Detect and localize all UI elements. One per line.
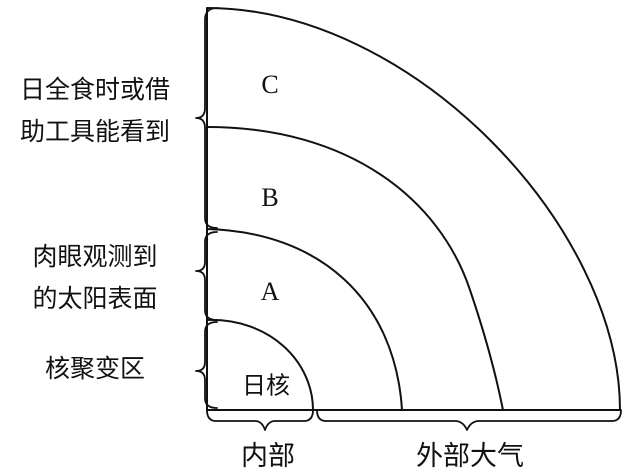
label-exterior-atmosphere: 外部大气: [416, 441, 524, 472]
boundary-b-c: [206, 126, 504, 411]
boundary-core: [206, 318, 314, 411]
brace-naked-eye-zone: [195, 231, 218, 321]
region-b-label: B: [261, 183, 279, 212]
region-a-label: A: [260, 277, 280, 306]
region-c-label: C: [261, 70, 279, 99]
label-visible-zone-line2: 助工具能看到: [19, 117, 170, 146]
label-fusion-zone: 核聚变区: [44, 354, 145, 383]
boundary-a-b: [206, 228, 403, 411]
label-visible-zone-line1: 日全食时或借: [19, 75, 170, 104]
label-interior: 内部: [241, 441, 295, 472]
label-naked-eye-line1: 肉眼观测到: [32, 242, 158, 271]
label-naked-eye-line2: 的太阳表面: [32, 284, 158, 313]
region-core-label: 日核: [242, 371, 290, 400]
outer-boundary-arc: [206, 7, 622, 411]
brace-exterior: [316, 409, 622, 431]
brace-visible-zone: [195, 7, 218, 229]
brace-interior: [206, 409, 314, 431]
brace-fusion-zone: [195, 321, 218, 409]
